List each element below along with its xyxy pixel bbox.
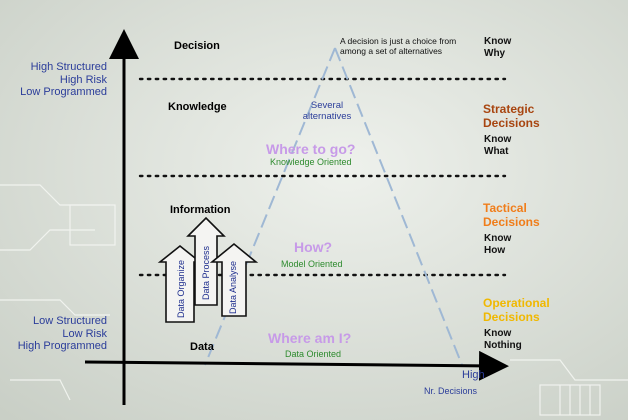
question-where-to-go: Where to go? <box>266 141 356 157</box>
triangle-right-edge <box>334 47 463 366</box>
know-how-line-2: How <box>484 244 506 256</box>
question-where-am-i: Where am I? <box>268 330 352 346</box>
know-why-line-1: Know <box>484 36 512 47</box>
alternatives-line-2: alternatives <box>302 110 352 122</box>
label-high-structured: High Structured <box>30 61 107 73</box>
strategic-decisions: Strategic Decisions <box>483 102 540 131</box>
process-arrows <box>157 216 259 323</box>
question-how: How? <box>294 239 333 255</box>
know-nothing: Know Nothing <box>484 328 522 351</box>
arrow-label-data-analyse: Data Analyse <box>228 260 238 314</box>
circuit-decoration <box>0 184 628 416</box>
label-low-programmed: Low Programmed <box>20 86 107 99</box>
definition-line-2: among a set of alternatives <box>340 45 443 56</box>
operational-decisions: Operational Decisions <box>483 296 550 325</box>
definition-line-1: A decision is just a choice from <box>340 36 457 46</box>
label-low-risk: Low Risk <box>62 327 107 340</box>
know-how-line-1: Know <box>484 233 512 244</box>
know-what-line-1: Know <box>484 134 512 145</box>
axis-nr-decisions-label: Nr. Decisions <box>424 386 478 396</box>
level-information: Information <box>170 204 231 216</box>
know-why: Know Why <box>484 36 511 59</box>
level-data: Data <box>190 341 214 353</box>
tactical-line-1: Tactical <box>483 201 527 215</box>
alternatives-line-1: Several <box>310 100 344 111</box>
know-nothing-line-1: Know <box>484 328 512 339</box>
operational-line-2: Decisions <box>483 309 540 324</box>
level-decision: Decision <box>174 40 220 52</box>
arrow-data-organize <box>157 244 203 323</box>
know-how: Know How <box>484 233 511 256</box>
know-nothing-line-2: Nothing <box>484 339 522 351</box>
label-data-oriented: Data Oriented <box>285 349 342 359</box>
arrow-data-process <box>186 216 226 306</box>
arrow-data-analyse <box>209 242 259 317</box>
label-high-risk: High Risk <box>59 73 107 86</box>
decision-definition: A decision is just a choice from among a… <box>340 36 457 57</box>
operational-line-1: Operational <box>483 296 550 310</box>
several-alternatives: Several alternatives <box>298 100 356 123</box>
know-what-line-2: What <box>484 145 509 157</box>
label-model-oriented: Model Oriented <box>281 259 343 269</box>
know-what: Know What <box>484 134 511 157</box>
x-axis <box>84 350 509 381</box>
tactical-line-2: Decisions <box>483 214 540 229</box>
label-low-structured: Low Structured <box>33 315 107 327</box>
arrow-label-data-process: Data Process <box>201 245 211 300</box>
axis-high-label: High <box>462 369 485 381</box>
label-high-programmed: High Programmed <box>17 340 107 353</box>
strategic-line-2: Decisions <box>483 115 540 130</box>
left-label-bottom: Low Structured Low Risk High Programmed <box>18 315 107 353</box>
label-knowledge-oriented: Knowledge Oriented <box>270 157 352 167</box>
strategic-line-1: Strategic <box>483 102 535 116</box>
level-knowledge: Knowledge <box>168 101 227 113</box>
know-why-line-2: Why <box>484 47 506 59</box>
left-label-top: High Structured High Risk Low Programmed <box>20 61 107 99</box>
arrow-label-data-organize: Data Organize <box>176 259 186 318</box>
tactical-decisions: Tactical Decisions <box>483 201 540 230</box>
